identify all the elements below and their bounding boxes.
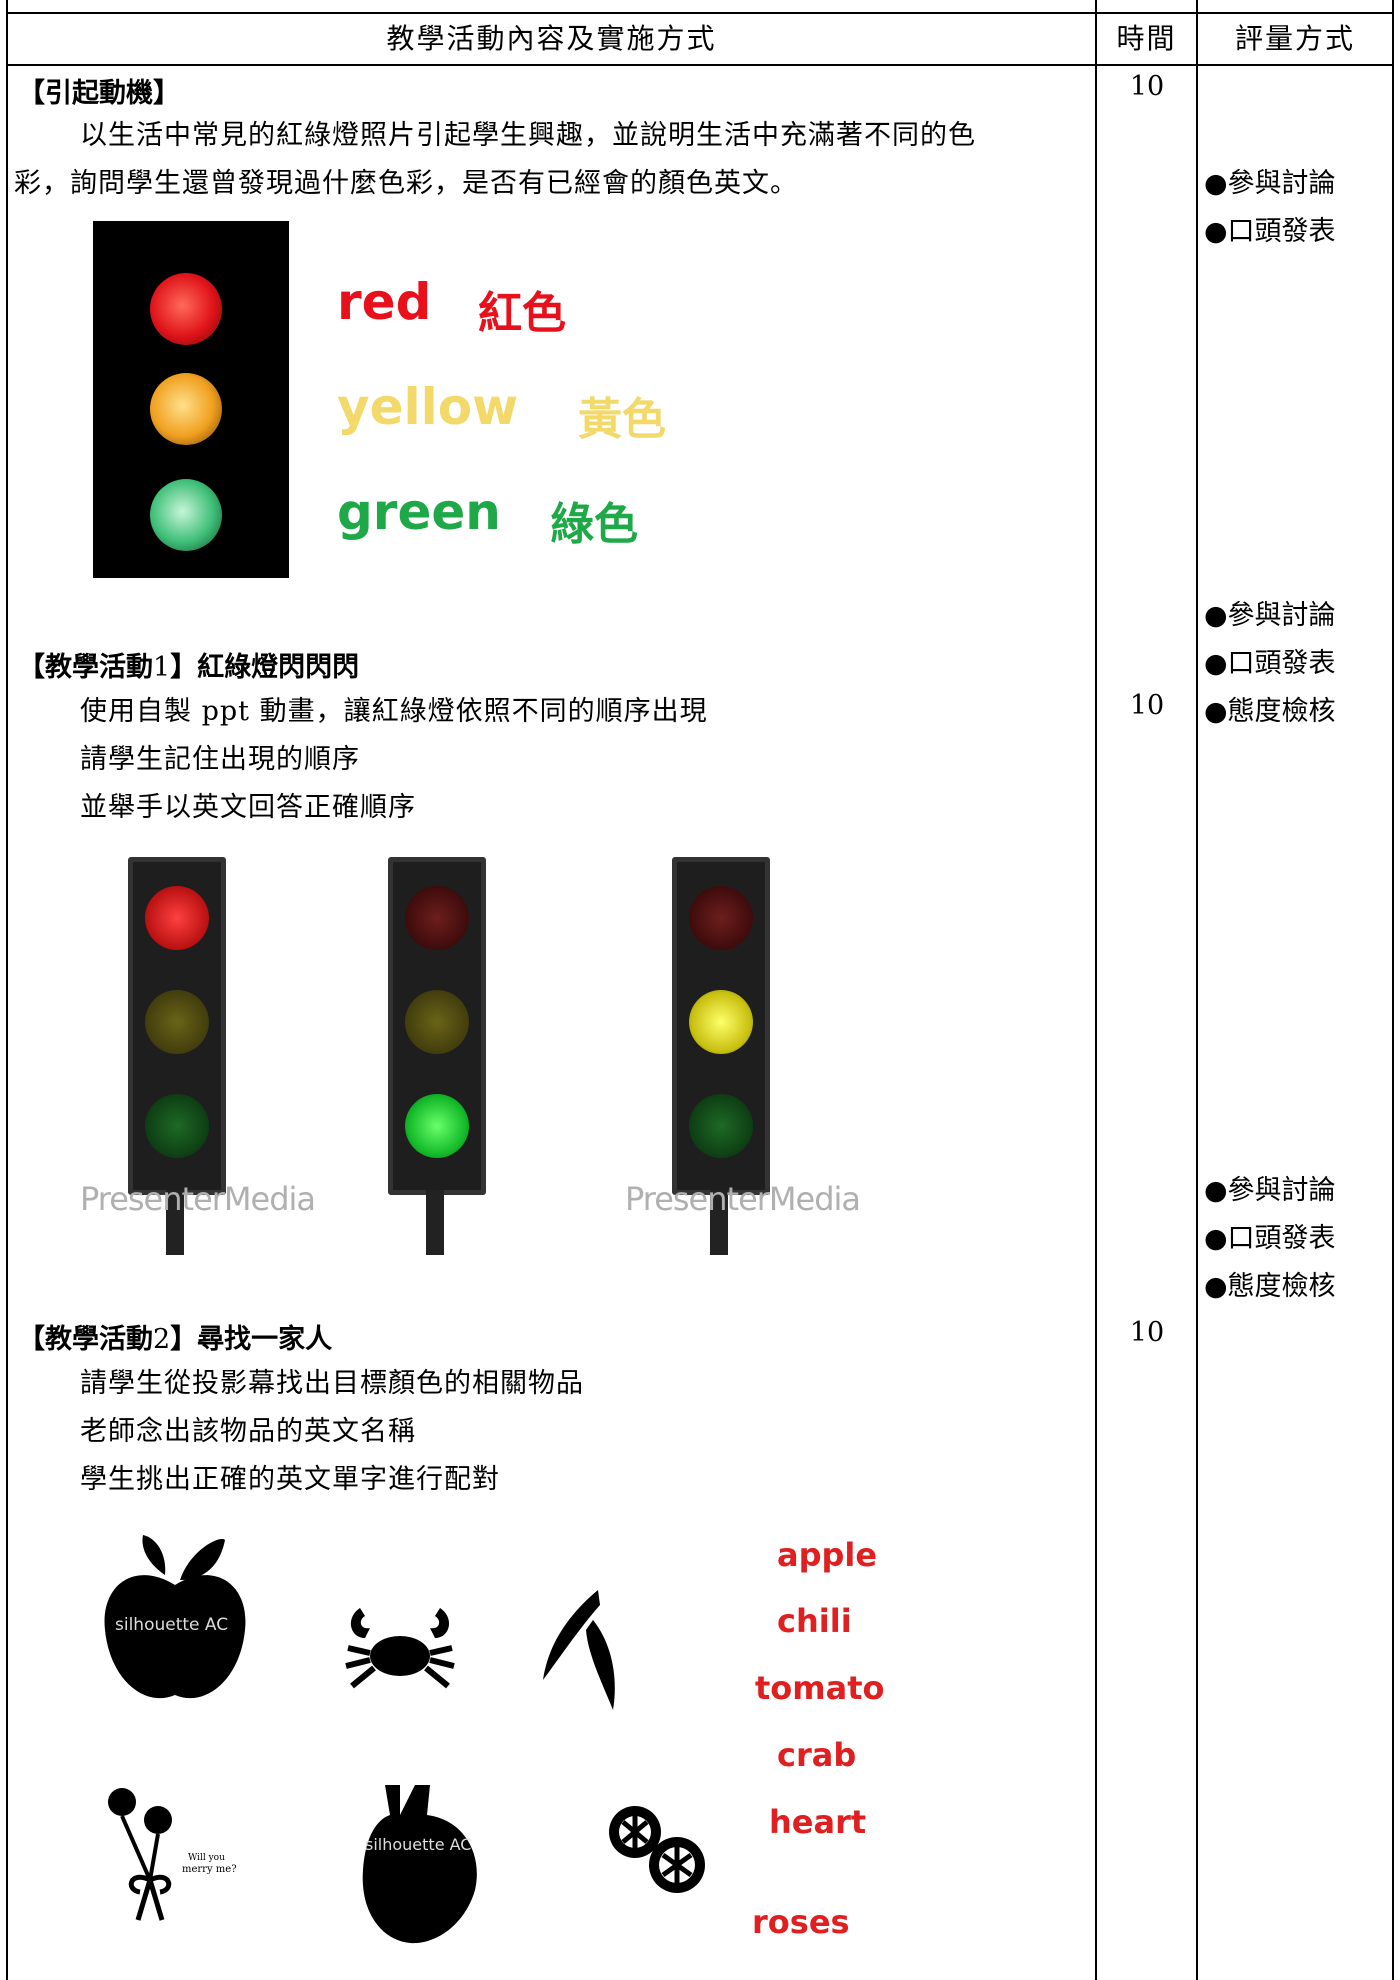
activity2-heading: 【教學活動2】尋找一家人 <box>18 1317 332 1356</box>
eval-item: ●口頭發表 <box>1204 648 1336 679</box>
green-bulb <box>150 479 222 551</box>
color-word-yellow: yellow <box>337 378 519 436</box>
traffic-light-pole <box>166 1190 184 1255</box>
activity2-line-2: 老師念出該物品的英文名稱 <box>80 1416 416 1447</box>
roses-silhouette: Will you merry me? <box>108 1788 237 1921</box>
tomato-slices-silhouette <box>609 1806 705 1893</box>
header-evaluation: 評量方式 <box>1234 22 1355 55</box>
word-crab: crab <box>777 1736 857 1774</box>
color-word-green: green <box>337 483 501 541</box>
color-word-red: red <box>337 273 432 331</box>
light-green-lit <box>405 1094 469 1158</box>
traffic-light-red-on <box>128 845 228 1255</box>
traffic-light-housing <box>128 857 226 1195</box>
eval-item: ●口頭發表 <box>1204 1223 1336 1254</box>
traffic-light-housing <box>672 857 770 1195</box>
watermark-2: PresenterMedia <box>625 1180 861 1218</box>
motivation-time: 10 <box>1129 71 1165 102</box>
heading-suffix: 】尋找一家人 <box>170 1324 333 1355</box>
activity1-heading: 【教學活動1】紅綠燈閃閃閃 <box>18 645 359 684</box>
motivation-heading: 【引起動機】 <box>18 78 180 109</box>
light-red-off <box>405 886 469 950</box>
motivation-eval: ●參與討論 ●口頭發表 <box>1204 160 1336 256</box>
silhouette-label: silhouette AC <box>115 1615 228 1635</box>
motivation-line-1: 以生活中常見的紅綠燈照片引起學生興趣，並說明生活中充滿著不同的色 <box>80 120 976 151</box>
traffic-light-green-on <box>388 845 488 1255</box>
heading-suffix: 】紅綠燈閃閃閃 <box>170 652 360 683</box>
light-red-off <box>689 886 753 950</box>
eval-item: ●參與討論 <box>1204 600 1336 631</box>
traffic-light-pole <box>710 1190 728 1255</box>
eval-item: ●態度檢核 <box>1204 1271 1336 1302</box>
heading-number: 1 <box>153 652 171 683</box>
activity1-eval: ●參與討論 ●口頭發表 ●態度檢核 <box>1204 592 1336 736</box>
header-time: 時間 <box>1116 22 1177 55</box>
column-divider-eval <box>1196 0 1198 1980</box>
activity1-line-2: 請學生記住出現的順序 <box>80 744 360 775</box>
red-bulb <box>150 273 222 345</box>
traffic-light-pole <box>426 1190 444 1255</box>
motivation-line-2: 彩，詢問學生還曾發現過什麼色彩，是否有已經會的顏色英文。 <box>14 168 798 199</box>
activity2-line-3: 學生挑出正確的英文單字進行配對 <box>80 1464 500 1495</box>
traffic-light-yellow-on <box>672 845 772 1255</box>
light-red-lit <box>145 886 209 950</box>
watermark-1: PresenterMedia <box>80 1180 316 1218</box>
table-border-right <box>1392 0 1394 1980</box>
card-text-line-1: Will you <box>188 1853 225 1863</box>
column-divider-time <box>1095 0 1097 1980</box>
word-tomato: tomato <box>755 1669 885 1707</box>
light-green-off <box>689 1094 753 1158</box>
table-border-left <box>6 0 8 1980</box>
traffic-light-photo <box>93 221 289 578</box>
light-yellow-off <box>145 990 209 1054</box>
header-bottom-border <box>6 64 1394 66</box>
light-yellow-lit <box>689 990 753 1054</box>
light-yellow-off <box>405 990 469 1054</box>
crab-silhouette <box>345 1608 455 1689</box>
header-top-border <box>6 12 1394 14</box>
eval-item: ●參與討論 <box>1204 168 1336 199</box>
word-apple: apple <box>777 1536 878 1574</box>
activity2-line-1: 請學生從投影幕找出目標顏色的相關物品 <box>80 1368 584 1399</box>
color-zh-green: 綠色 <box>550 499 638 550</box>
activity2-eval: ●參與討論 ●口頭發表 ●態度檢核 <box>1204 1167 1336 1311</box>
heart-organ-silhouette: silhouette AC <box>362 1785 477 1944</box>
silhouette-label: silhouette AC <box>365 1835 471 1854</box>
word-roses: roses <box>752 1903 850 1941</box>
activity1-line-1: 使用自製 ppt 動畫，讓紅綠燈依照不同的順序出現 <box>80 696 708 727</box>
chili-silhouette <box>543 1590 615 1710</box>
eval-item: ●口頭發表 <box>1204 216 1336 247</box>
activity1-time: 10 <box>1129 690 1165 721</box>
color-zh-red: 紅色 <box>478 288 566 339</box>
heading-prefix: 【教學活動 <box>18 1324 153 1355</box>
traffic-light-housing <box>388 857 486 1195</box>
card-text-line-2: merry me? <box>182 1864 237 1875</box>
light-green-off <box>145 1094 209 1158</box>
apple-silhouette: silhouette AC <box>104 1535 246 1699</box>
heading-prefix: 【教學活動 <box>18 652 153 683</box>
heading-number: 2 <box>153 1324 171 1355</box>
header-content: 教學活動內容及實施方式 <box>386 22 717 55</box>
activity2-time: 10 <box>1129 1317 1165 1348</box>
word-heart: heart <box>769 1803 867 1841</box>
eval-item: ●態度檢核 <box>1204 696 1336 727</box>
eval-item: ●參與討論 <box>1204 1175 1336 1206</box>
word-chili: chili <box>777 1602 852 1640</box>
activity1-line-3: 並舉手以英文回答正確順序 <box>80 792 416 823</box>
color-zh-yellow: 黃色 <box>578 394 666 445</box>
yellow-bulb <box>150 373 222 445</box>
